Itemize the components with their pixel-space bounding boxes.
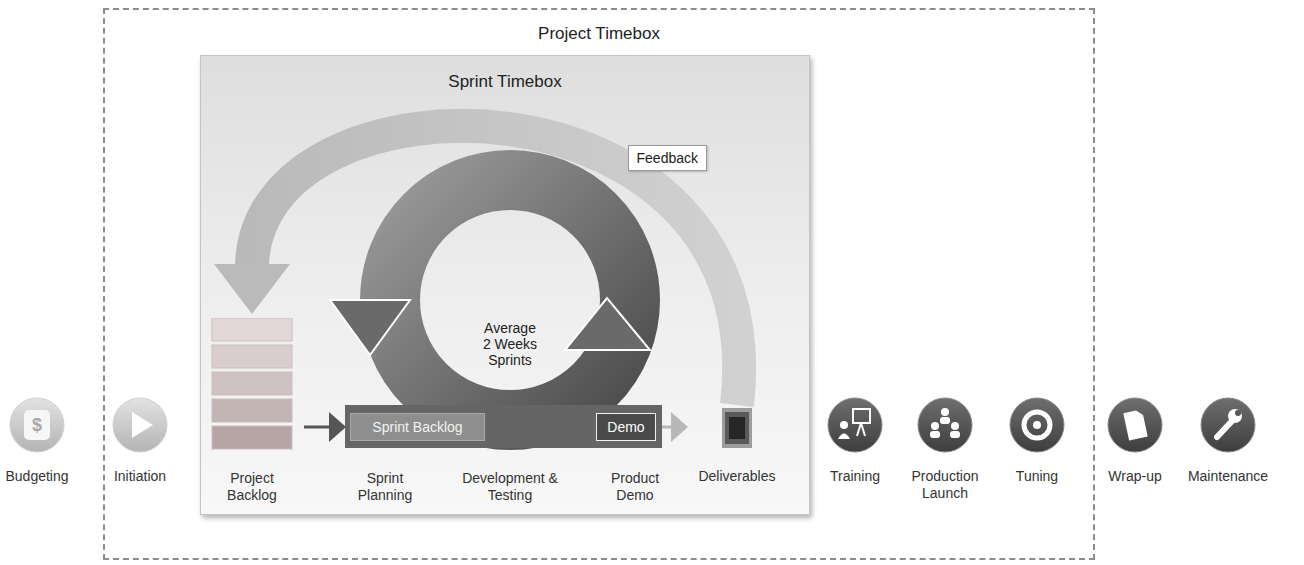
person-body [950, 431, 960, 438]
stage-label: Sprint Planning [344, 470, 426, 504]
arrow-head [214, 264, 290, 314]
icon-graphic [900, 398, 990, 454]
icon-graphic [997, 398, 1077, 454]
easel-leg [861, 423, 865, 436]
phase-icon: Training [815, 398, 895, 518]
backlog-item [212, 399, 292, 422]
box-label: Sprint Backlog [372, 419, 462, 435]
phase-icon: $ Budgeting [2, 398, 72, 518]
icon-circle [1010, 398, 1064, 452]
sprint-cycle-ring: Average 2 Weeks Sprints [360, 150, 660, 450]
stage-label: Development & Testing [460, 470, 560, 504]
label-holder: Product Demo [594, 470, 676, 504]
phase-icon: Initiation [105, 398, 175, 518]
backlog-item [212, 318, 292, 341]
timebox-title: Sprint Timebox [201, 72, 809, 92]
cycle-ring [390, 180, 630, 420]
arrow-head [329, 412, 346, 442]
phase-label: Production Launch [900, 468, 990, 502]
icon-graphic [815, 398, 895, 454]
dial-ring [1024, 412, 1050, 438]
ring-label: Average 2 Weeks Sprints [479, 320, 541, 368]
phase-label: Budgeting [2, 468, 72, 485]
cycle-arrow-down [330, 300, 410, 355]
backlog-item [212, 345, 292, 368]
icon-circle [1201, 398, 1255, 452]
person-head [951, 422, 959, 430]
phase-label: Initiation [105, 468, 175, 485]
backlog-item [212, 426, 292, 449]
phase-label: Tuning [997, 468, 1077, 485]
phase-icon: Wrap-up [1095, 398, 1175, 518]
icon-graphic [1178, 398, 1278, 454]
phase-icon: Maintenance [1178, 398, 1278, 518]
deliverable-outer [722, 408, 752, 448]
phase-label: Wrap-up [1095, 468, 1175, 485]
wrench-notch [1235, 410, 1241, 416]
person-head [840, 421, 848, 429]
deliverable-inner [729, 417, 745, 439]
project-timebox: Project TimeboxInitiation Sprint TimeboxP… [103, 8, 1095, 560]
sprint-timebox: Sprint TimeboxProject Backlog Average 2 W… [200, 55, 810, 515]
ring-graphic [360, 150, 660, 450]
deliverables-graphic [692, 408, 782, 452]
phase-label: Maintenance [1178, 468, 1278, 485]
connector [304, 412, 346, 442]
person-body [940, 417, 950, 424]
demo-box: Demo [596, 413, 656, 441]
phase-icon: Tuning [997, 398, 1077, 518]
deliverable-mid [725, 412, 749, 444]
sprint-backlog-box: Sprint Backlog [350, 413, 485, 441]
arrow-head [671, 412, 688, 442]
page-symbol [1123, 409, 1147, 440]
backlog-item [212, 372, 292, 395]
person-body [930, 431, 940, 438]
edge-label-holder: Feedback [628, 145, 707, 171]
stage-label: Product Demo [594, 470, 676, 504]
icon-circle [113, 398, 167, 452]
cycle-arrow-up [565, 298, 650, 350]
easel-leg [857, 423, 861, 436]
dial-center [1033, 421, 1041, 429]
connector-line [661, 426, 672, 429]
backlog-stack: Project Backlog [205, 318, 299, 508]
person-head [941, 408, 949, 416]
phase-icon: Production Launch [900, 398, 990, 518]
currency-sign: $ [2, 398, 72, 452]
stage-label: Deliverables [692, 468, 782, 485]
timebox-title: Project Timebox [105, 24, 1093, 44]
sprint-bar [345, 405, 662, 448]
easel-board [853, 409, 870, 423]
person-body [838, 434, 850, 440]
box-label: Demo [607, 419, 644, 435]
icon-circle [828, 398, 882, 452]
label-holder: Sprint Planning [344, 470, 426, 504]
icon-graphic [105, 398, 175, 454]
connector-line [304, 426, 330, 429]
icon-graphic [1095, 398, 1175, 454]
deliverables-block: Deliverables [692, 408, 782, 508]
icon-circle [1108, 398, 1162, 452]
label-holder: Development & Testing [460, 470, 560, 504]
wrench-head [1228, 409, 1242, 423]
connector [661, 412, 688, 442]
phase-label: Training [815, 468, 895, 485]
play-symbol [132, 412, 153, 438]
edge-label: Feedback [628, 145, 707, 171]
wrench-handle [1217, 420, 1233, 437]
person-head [931, 422, 939, 430]
stage-label: Project Backlog [212, 470, 292, 504]
backlog-bars [205, 318, 299, 450]
icon-circle [918, 398, 972, 452]
